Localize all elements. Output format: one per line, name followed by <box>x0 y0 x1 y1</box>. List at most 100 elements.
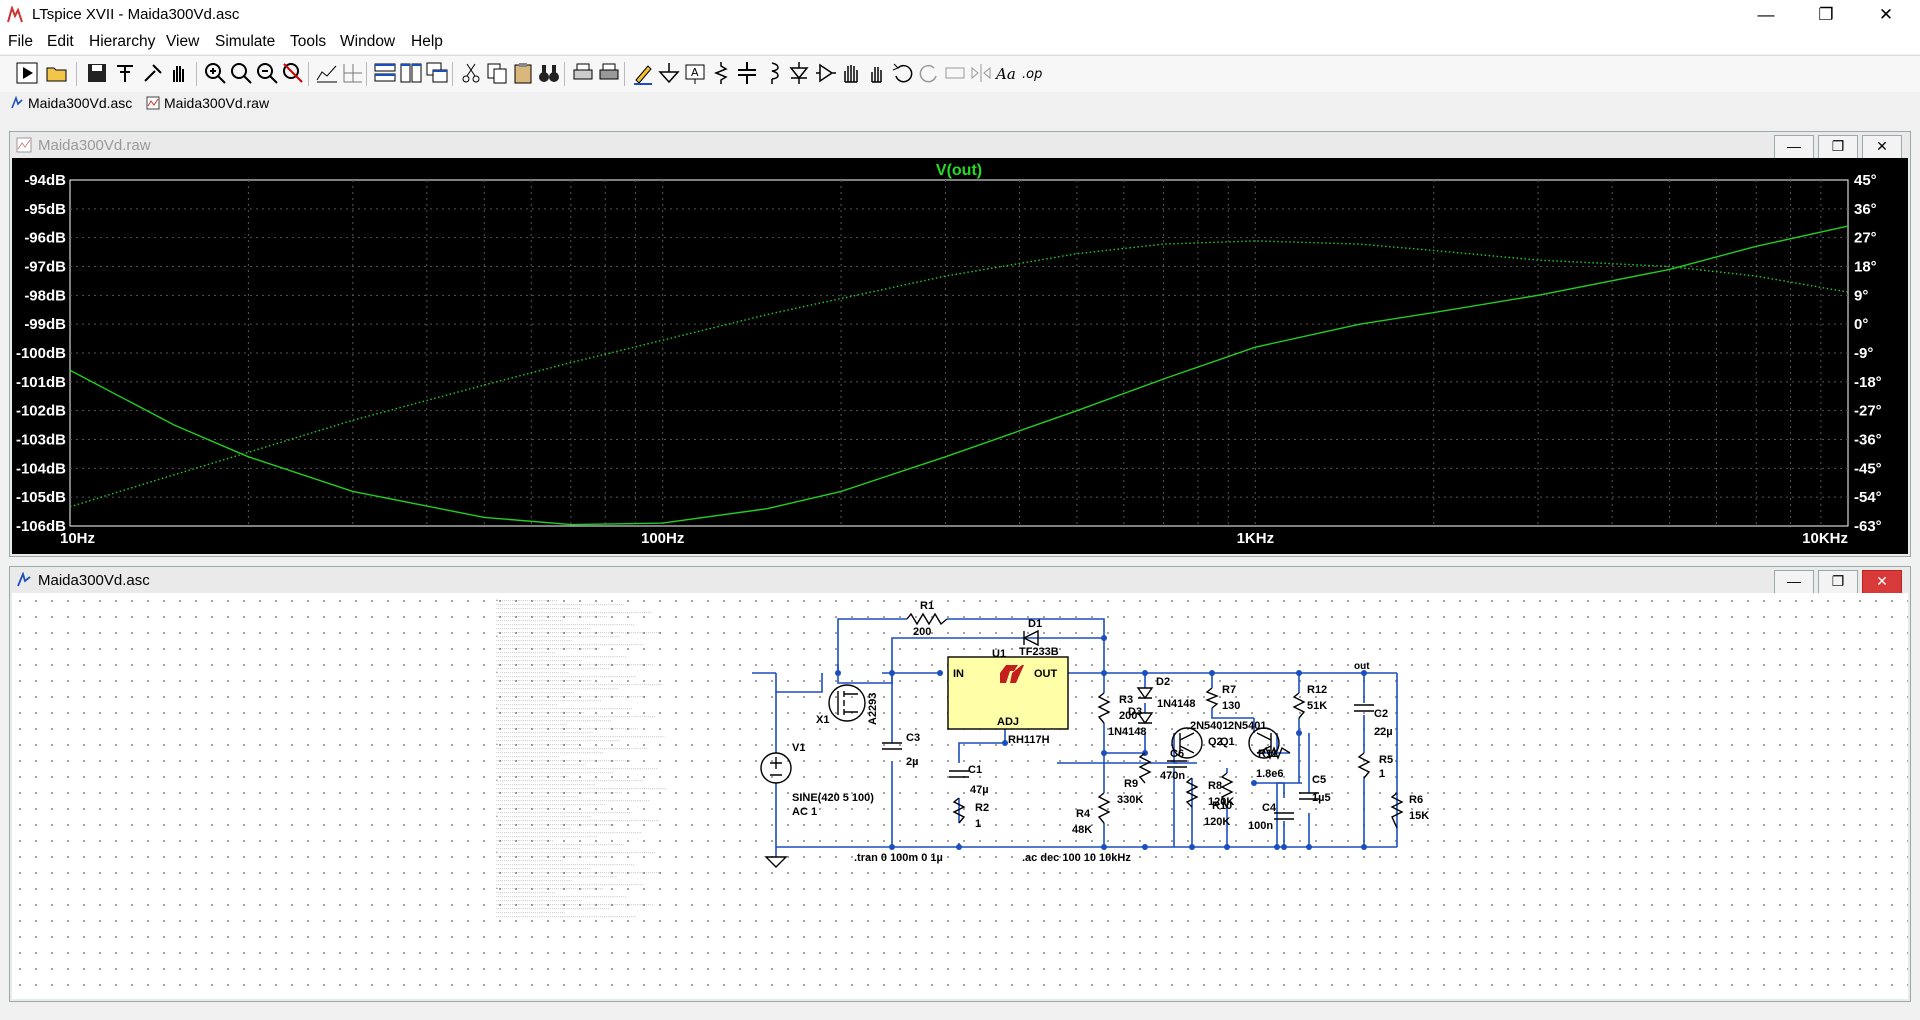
magnitude-trace <box>69 225 1849 526</box>
control-panel-icon[interactable] <box>112 60 138 86</box>
text-icon[interactable]: Aa <box>994 60 1020 86</box>
schematic-window-titlebar[interactable]: Maida300Vd.asc — ❐ ✕ <box>10 567 1910 594</box>
schematic-icon <box>17 572 31 587</box>
label-c5: C5 <box>1312 774 1326 786</box>
label-r5: R5 <box>1379 754 1393 766</box>
undo-icon[interactable] <box>890 60 916 86</box>
menu-edit[interactable]: Edit <box>47 33 74 50</box>
title-bar: LTspice XVII - Maida300Vd.asc — ❐ ✕ <box>0 0 1920 30</box>
move-hand-icon[interactable] <box>838 60 864 86</box>
label-d3v: 1N4148 <box>1108 726 1147 738</box>
tab-schematic-label: Maida300Vd.asc <box>28 95 133 111</box>
tile-horizontal-icon[interactable] <box>372 60 398 86</box>
label-c4: C4 <box>1262 802 1277 814</box>
label-v1v: SINE(420 5 100) <box>792 792 874 804</box>
label-c1v: 47µ <box>970 784 989 796</box>
menu-bar: File Edit Hierarchy View Simulate Tools … <box>0 30 1920 54</box>
drag-hand-icon[interactable] <box>864 60 890 86</box>
ground-icon[interactable] <box>656 60 682 86</box>
y-right-tick-label: -18° <box>1854 374 1882 391</box>
rotate-icon[interactable] <box>942 60 968 86</box>
schematic-close-button[interactable]: ✕ <box>1862 570 1902 594</box>
mirror-icon[interactable] <box>968 60 994 86</box>
net-label-icon[interactable]: A <box>682 60 708 86</box>
y-right-tick-label: 27° <box>1854 230 1877 247</box>
label-r11: R11 <box>1258 748 1278 760</box>
window-title: LTspice XVII - Maida300Vd.asc <box>32 6 240 23</box>
copy-icon[interactable] <box>484 60 510 86</box>
y-right-tick-label: -54° <box>1854 489 1882 506</box>
tab-schematic[interactable]: Maida300Vd.asc <box>10 95 132 111</box>
cascade-icon[interactable] <box>424 60 450 86</box>
run-icon[interactable] <box>14 60 40 86</box>
svg-text:A: A <box>691 66 699 79</box>
waveform-window-titlebar[interactable]: Maida300Vd.raw — ❐ ✕ <box>10 132 1910 159</box>
y-right-tick-label: 36° <box>1854 201 1877 218</box>
y-right-tick-label: 45° <box>1854 172 1877 189</box>
schematic-canvas[interactable]: * ······························ ·······… <box>12 593 1908 999</box>
spice-directive-icon[interactable]: .op <box>1020 60 1046 86</box>
waveform-minimize-button[interactable]: — <box>1774 135 1814 159</box>
menu-window[interactable]: Window <box>340 33 396 50</box>
schematic-restore-button[interactable]: ❐ <box>1818 570 1858 594</box>
waveform-restore-button[interactable]: ❐ <box>1818 135 1858 159</box>
redo-icon[interactable] <box>916 60 942 86</box>
lt-logo <box>1000 665 1024 683</box>
schematic-window: Maida300Vd.asc — ❐ ✕ * ·················… <box>9 566 1911 1002</box>
label-x1v: A2293 <box>867 693 879 725</box>
label-r4v: 48K <box>1072 824 1092 836</box>
pan-hand-icon[interactable] <box>166 60 192 86</box>
zoom-out-icon[interactable] <box>254 60 280 86</box>
print-icon[interactable] <box>570 60 596 86</box>
waveform-window-title: Maida300Vd.raw <box>38 137 151 154</box>
label-c2v: 22µ <box>1374 726 1393 738</box>
label-r1: R1 <box>920 600 934 612</box>
capacitor-icon[interactable] <box>734 60 760 86</box>
component-icon[interactable] <box>812 60 838 86</box>
label-q-2: 2N5401 <box>1228 720 1267 732</box>
menu-tools[interactable]: Tools <box>290 33 327 50</box>
label-out: OUT <box>1034 668 1058 680</box>
menu-simulate[interactable]: Simulate <box>215 33 276 50</box>
maximize-button[interactable]: ❐ <box>1818 5 1834 24</box>
label-d3: D3 <box>1128 706 1142 718</box>
y-left-tick-label: -105dB <box>16 489 66 506</box>
print-setup-icon[interactable] <box>596 60 622 86</box>
schematic-minimize-button[interactable]: — <box>1774 570 1814 594</box>
minimize-button[interactable]: — <box>1757 5 1775 24</box>
menu-hierarchy[interactable]: Hierarchy <box>89 33 156 50</box>
inductor-icon[interactable] <box>760 60 786 86</box>
waveform-close-button[interactable]: ✕ <box>1862 135 1902 159</box>
label-r10: R10 <box>1212 800 1232 812</box>
label-d1v: TF233B <box>1019 646 1059 658</box>
menu-help[interactable]: Help <box>411 33 443 50</box>
y-left-tick-label: -100dB <box>16 345 66 362</box>
tile-vertical-icon[interactable] <box>398 60 424 86</box>
save-icon[interactable] <box>84 60 110 86</box>
menu-view[interactable]: View <box>166 33 200 50</box>
wire-pencil-icon[interactable] <box>630 60 656 86</box>
toolbar: A Aa .op <box>0 55 1920 93</box>
label-q2: Q2 <box>1208 736 1223 748</box>
cut-icon[interactable] <box>458 60 484 86</box>
zoom-fit-icon[interactable] <box>228 60 254 86</box>
autorange-icon[interactable] <box>314 60 340 86</box>
components <box>760 612 1404 868</box>
wires <box>752 618 1398 857</box>
close-button[interactable]: ✕ <box>1878 5 1894 24</box>
find-binoculars-icon[interactable] <box>536 60 562 86</box>
tab-waveform[interactable]: Maida300Vd.raw <box>146 95 269 111</box>
paste-icon[interactable] <box>510 60 536 86</box>
grid-icon[interactable] <box>340 60 366 86</box>
resistor-icon[interactable] <box>708 60 734 86</box>
zoom-in-icon[interactable] <box>202 60 228 86</box>
label-r2: R2 <box>975 802 989 814</box>
zoom-cancel-icon[interactable] <box>280 60 306 86</box>
diode-icon[interactable] <box>786 60 812 86</box>
menu-file[interactable]: File <box>8 33 33 50</box>
y-left-tick-label: -94dB <box>24 172 66 189</box>
open-folder-icon[interactable] <box>44 60 70 86</box>
probe-icon[interactable] <box>140 60 166 86</box>
